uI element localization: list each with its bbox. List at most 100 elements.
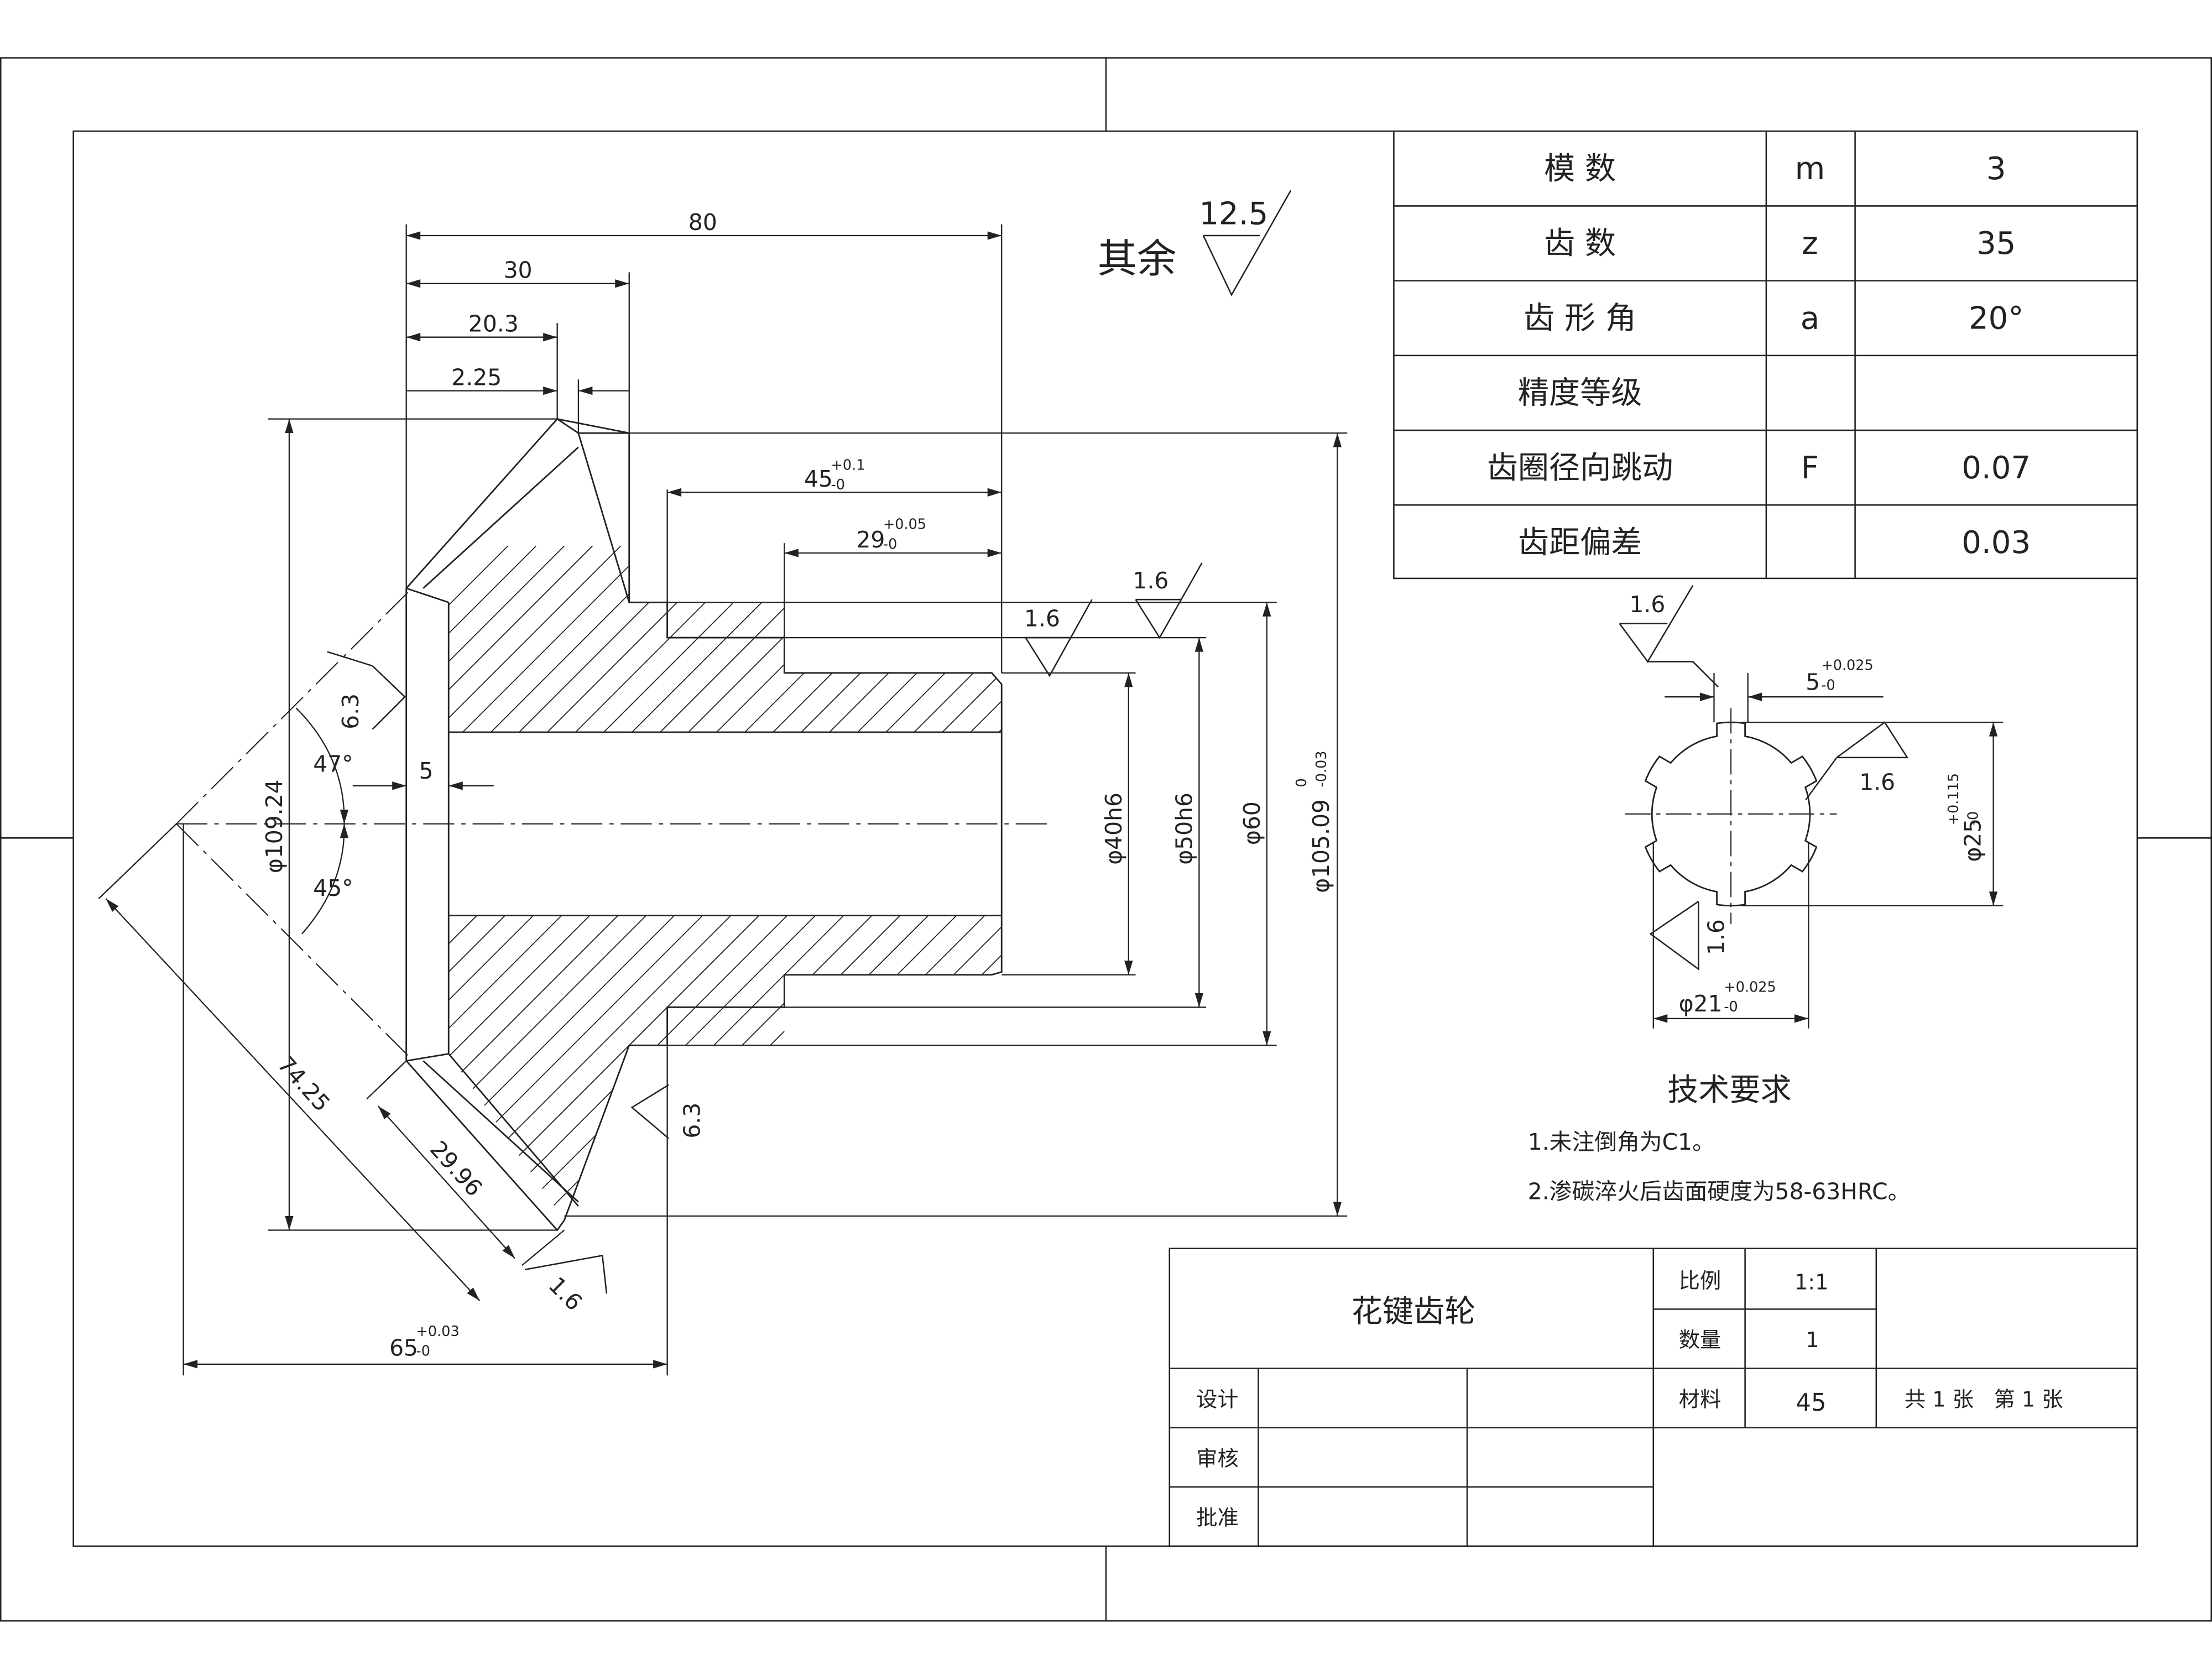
dim-dia-105-tol-up: 0 [1293, 778, 1310, 787]
arrowhead [1124, 672, 1133, 687]
material-value: 45 [1796, 1389, 1826, 1417]
hatch-line [578, 915, 904, 1220]
hatch-line [747, 915, 1002, 1220]
hatch-line [1072, 546, 1270, 743]
param-name: 精度等级 [1518, 375, 1642, 411]
hatch-line [507, 545, 706, 732]
roughness-label-5: 1.6 [544, 1272, 588, 1316]
hatch-line [448, 915, 480, 1220]
hatch-line [448, 915, 593, 1220]
hatch-line [874, 545, 1002, 732]
hatch-line [959, 545, 1002, 732]
hatch-line [448, 915, 565, 1220]
part-name: 花键齿轮 [1352, 1293, 1475, 1329]
spline-minor-dia: φ21 [1679, 990, 1723, 1017]
param-name: 齿 形 角 [1524, 300, 1636, 336]
material-label: 材料 [1679, 1387, 1721, 1412]
arrowhead [285, 1215, 294, 1230]
dim-20-3: 20.3 [468, 310, 519, 337]
roughness-symbols [327, 190, 1909, 1294]
arrowhead [1124, 961, 1133, 975]
arrowhead [543, 333, 557, 342]
hatch-line [592, 545, 791, 732]
arrowhead [406, 279, 421, 288]
param-symbol: F [1801, 450, 1819, 486]
dim-dia-40: φ40h6 [1100, 792, 1127, 865]
hatch-line [448, 545, 537, 732]
dim-dia-105: φ105.09 [1308, 799, 1334, 893]
hatch-line [535, 545, 734, 732]
arrowhead [340, 823, 349, 838]
hatch-line [775, 915, 1002, 1220]
roughness-label-8: 1.6 [1703, 919, 1729, 955]
hatch-line [606, 915, 932, 1220]
dimension-lines [98, 224, 1348, 1376]
dim-29-tol-low: -0 [883, 536, 897, 552]
spline-major-tol: +0.115 [1945, 773, 1962, 825]
dim-2-25: 2.25 [451, 364, 502, 390]
hatch-line [804, 915, 1002, 1220]
param-value: 35 [1976, 226, 2016, 262]
spline-major-tol-low: -0 [1965, 811, 1982, 825]
dim-45: 45 [804, 466, 833, 492]
param-value: 0.03 [1961, 525, 2031, 561]
hatch-line [521, 915, 847, 1220]
hatch-line [817, 545, 1002, 732]
arrowhead [1194, 638, 1204, 652]
general-roughness-prefix: 其余 [1098, 236, 1177, 281]
hatch-line [973, 915, 1002, 1220]
dim-45-tol-low: -0 [831, 477, 845, 493]
arrowhead [987, 488, 1002, 497]
param-symbol: m [1795, 151, 1825, 187]
arrowhead [1262, 602, 1271, 617]
sheet-info: 共 1 张 第 1 张 [1905, 1387, 2063, 1412]
hatch-line [1030, 913, 1354, 1238]
hatch-line [832, 915, 1002, 1220]
dim-29-tol: +0.05 [883, 517, 926, 533]
spline-width-tol-low: -0 [1821, 677, 1835, 693]
dim-slant-74: 74.25 [273, 1051, 336, 1117]
arrowhead [1333, 1202, 1342, 1216]
dim-65-tol: +0.03 [416, 1323, 460, 1340]
spline-dimension-text: 5 +0.025 -0 φ25 +0.115 -0 φ21 +0.025 -0 [1679, 658, 1986, 1017]
hatch-line [448, 545, 480, 732]
dim-65: 65 [389, 1335, 418, 1361]
arrowhead [1333, 433, 1342, 447]
centerlines [176, 591, 1051, 1057]
hatch-line [479, 545, 678, 732]
design-label: 设计 [1196, 1387, 1238, 1412]
tech-req-item-2: 2.渗碳淬火后齿面硬度为58-63HRC。 [1528, 1178, 1911, 1204]
gear-parameters-table [1393, 130, 2138, 580]
spline-width-tol: +0.025 [1821, 658, 1873, 674]
spline-major-dia: φ25 [1960, 818, 1986, 862]
hatch-line [931, 545, 1002, 732]
arrowhead [392, 781, 406, 790]
hatch-line [846, 545, 1002, 732]
arrowhead [543, 386, 557, 395]
param-name: 齿 数 [1544, 226, 1616, 262]
dim-29: 29 [856, 526, 885, 553]
approve-label: 批准 [1196, 1506, 1238, 1531]
param-symbol: a [1801, 300, 1819, 336]
hatch-line [448, 915, 763, 1220]
hatch-line [493, 915, 819, 1220]
dim-dia-109: φ109.24 [261, 779, 288, 873]
hatch-line [676, 545, 875, 732]
roughness-label-7: 1.6 [1859, 769, 1895, 796]
param-name: 齿距偏差 [1518, 525, 1642, 561]
arrowhead [667, 488, 682, 497]
sheet-frame [0, 57, 2212, 1622]
hatch-line [705, 545, 904, 732]
param-name: 模 数 [1544, 151, 1616, 187]
spline-section [1625, 708, 1837, 924]
arrowhead [578, 386, 593, 395]
roughness-label-1: 1.6 [1133, 567, 1168, 594]
scale-value: 1:1 [1794, 1270, 1829, 1295]
arrowhead [615, 279, 629, 288]
title-block-grid [1168, 1248, 2138, 1547]
arrowhead [1262, 1031, 1271, 1046]
roughness-label-3: 6.3 [337, 693, 364, 729]
arrowhead [467, 1287, 480, 1301]
general-roughness-value: 12.5 [1199, 196, 1268, 232]
